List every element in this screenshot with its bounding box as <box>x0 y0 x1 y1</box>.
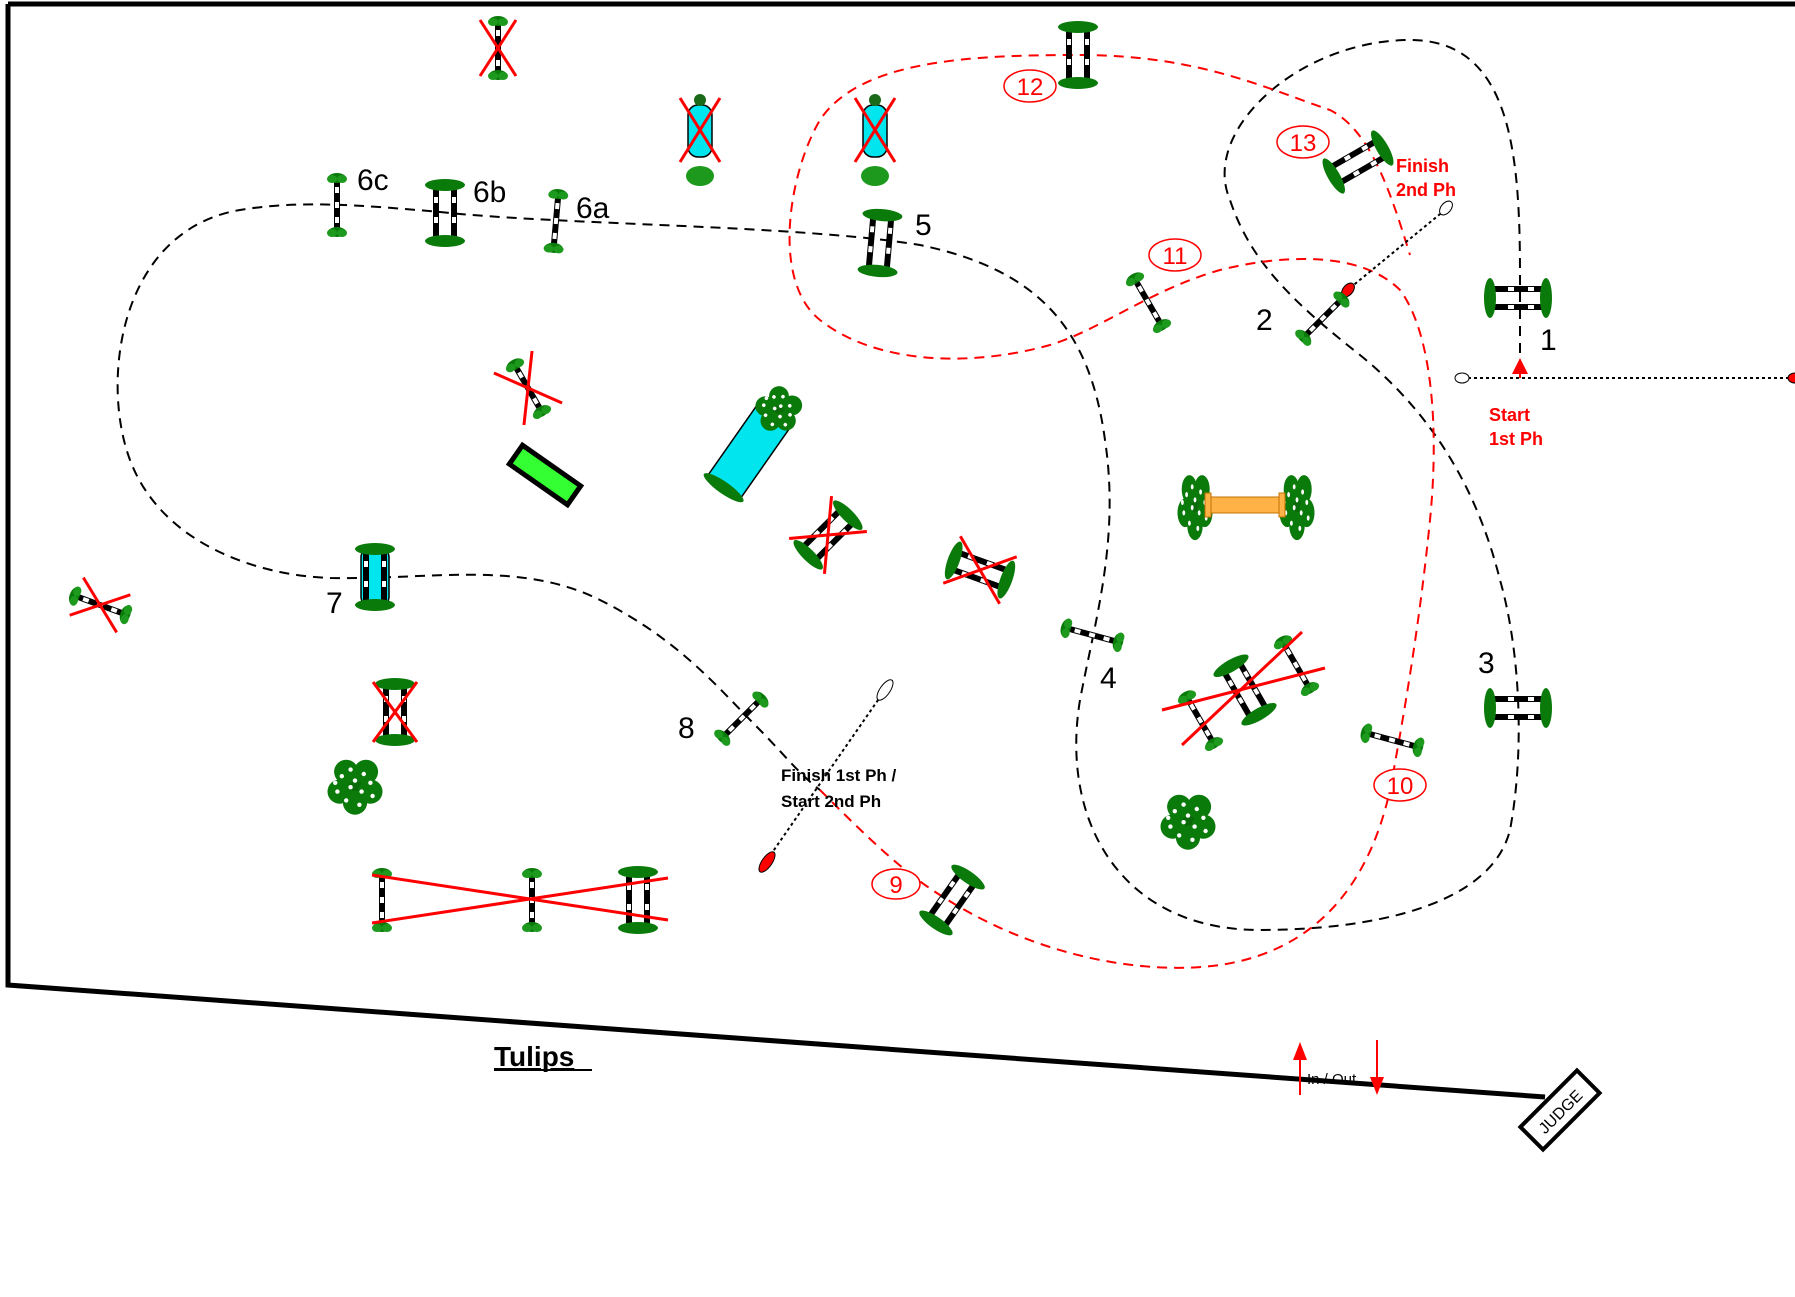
jump-label: 2 <box>1256 304 1273 337</box>
unused-fence <box>371 678 419 746</box>
finish-1st-label: Finish 1st Ph / <box>781 766 897 785</box>
water-filler-crossed <box>853 94 897 186</box>
svg-text:In / Out: In / Out <box>1307 1071 1357 1088</box>
unused-fence <box>63 576 137 634</box>
jump-label-circled: 13 <box>1276 125 1330 159</box>
start-1st-label-2: 1st Ph <box>1489 429 1543 449</box>
water-filler-crossed <box>678 94 722 186</box>
jump-1 <box>1484 278 1552 318</box>
jump-label: 7 <box>326 587 343 620</box>
jump-label: 3 <box>1478 647 1495 680</box>
finish-2nd-label-2: 2nd Ph <box>1396 180 1456 200</box>
jump-label-circled: 10 <box>1373 768 1427 802</box>
jump-label: 4 <box>1100 662 1117 695</box>
jump-13 <box>1318 127 1398 197</box>
jump-11 <box>1123 269 1172 334</box>
svg-text:9: 9 <box>889 872 902 899</box>
bush <box>1160 794 1216 850</box>
arena-boundary <box>5 1 1795 1100</box>
unused-fence-triple <box>1161 630 1326 753</box>
unused-fence <box>788 495 868 575</box>
in-out-gate: In / Out <box>1293 1040 1384 1095</box>
start-line-1st-phase <box>1454 358 1795 384</box>
jump-5 <box>857 207 903 279</box>
finish-line-2nd-phase <box>1341 200 1453 298</box>
water-tray <box>703 379 809 503</box>
jump-label: 6c <box>357 164 389 197</box>
jump-label-circled: 12 <box>1003 69 1057 103</box>
jump-10 <box>1359 722 1426 758</box>
unused-fence <box>941 535 1019 605</box>
svg-text:12: 12 <box>1017 74 1044 101</box>
jump-9 <box>916 860 988 940</box>
jump-label: 5 <box>915 209 932 242</box>
jump-label-circled: 9 <box>871 868 921 900</box>
finish-line-1st-phase <box>758 679 894 873</box>
jump-label: 6b <box>473 176 506 209</box>
bush <box>327 759 383 815</box>
jump-2 <box>1293 288 1352 347</box>
jump-label: 8 <box>678 712 695 745</box>
route-1st-phase <box>116 38 1521 932</box>
svg-text:13: 13 <box>1290 130 1317 157</box>
finish-2nd-label: Finish <box>1396 156 1449 176</box>
judge-box: JUDGE <box>1517 1067 1603 1153</box>
jump-8 <box>712 688 771 747</box>
finish-1st-label-2: Start 2nd Ph <box>781 792 881 811</box>
unused-fence-row <box>371 866 669 934</box>
jump-7 <box>355 543 395 611</box>
jump-label-circled: 11 <box>1148 238 1202 272</box>
jump-label: 6a <box>576 192 610 225</box>
jump-label: 1 <box>1540 324 1557 357</box>
jump-4 <box>1059 617 1126 653</box>
arena-side-label: Tulips <box>494 1041 574 1072</box>
svg-text:11: 11 <box>1163 243 1188 270</box>
unused-fence <box>478 16 518 80</box>
route-2nd-phase <box>788 53 1435 969</box>
svg-text:10: 10 <box>1387 773 1414 800</box>
unused-fence <box>493 350 563 426</box>
start-1st-label: Start <box>1489 405 1530 425</box>
green-box <box>505 441 585 509</box>
wall-with-bushes <box>1177 475 1315 541</box>
